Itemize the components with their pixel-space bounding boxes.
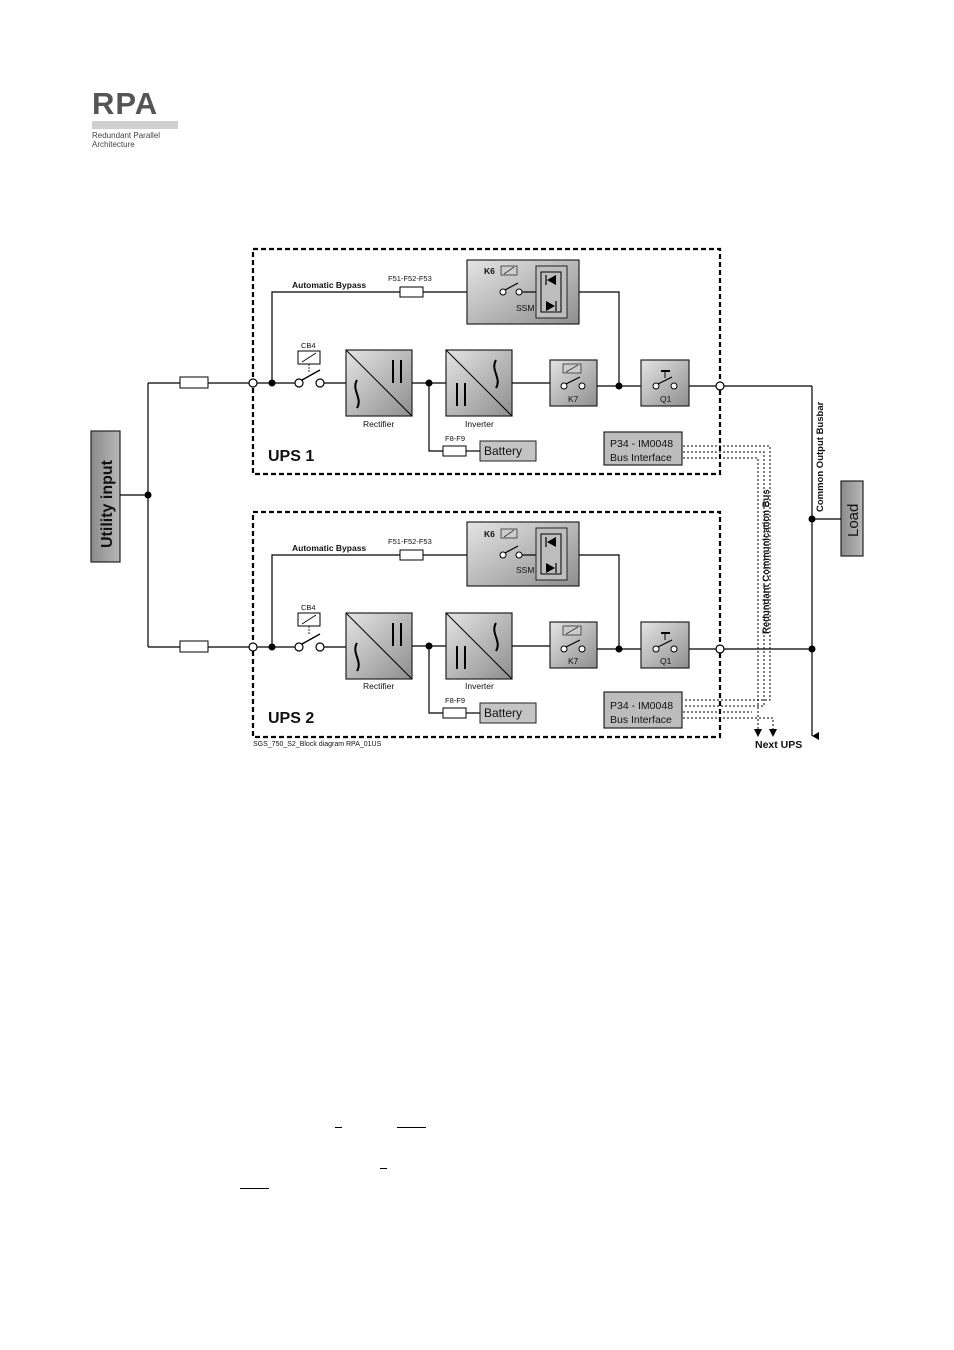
redundant-communication-bus-label: Redundant Communication Bus — [761, 489, 772, 634]
ups-2-boundary — [251, 510, 722, 739]
ups-1-boundary — [251, 247, 722, 476]
battery-fuses-label: F8-F9 — [445, 434, 465, 443]
logo-subtitle-line1: Redundant Parallel — [92, 131, 161, 140]
logo-subtitle: Redundant Parallel Architecture — [92, 131, 182, 149]
bypass-fuse-icon — [399, 286, 424, 298]
bypass-fuse-icon — [399, 549, 424, 561]
underline-mark — [380, 1168, 387, 1169]
cb4-contact-icon — [294, 642, 304, 652]
bus-interface-line2: Bus Interface — [610, 452, 672, 464]
underline-mark — [397, 1127, 426, 1128]
ups-1-label: UPS 1 — [268, 448, 314, 465]
ups-2-label: UPS 2 — [268, 710, 314, 727]
redundant-communication-bus — [683, 445, 774, 736]
q1-label: Q1 — [660, 656, 672, 666]
logo-subtitle-line2: Architecture — [92, 140, 135, 149]
rectifier-label: Rectifier — [363, 681, 394, 691]
rpa-logo: RPA Redundant Parallel Architecture — [92, 88, 182, 149]
k7-switch — [549, 621, 598, 669]
common-output-busbar: Common Output Busbar — [808, 386, 841, 740]
utility-input-label: Utility input — [99, 459, 116, 548]
bus-interface-line1: P34 - IM0048 — [610, 438, 673, 450]
k6-label: K6 — [484, 266, 495, 276]
battery-label: Battery — [484, 706, 522, 720]
bypass-fuses-label: F51-F52-F53 — [388, 537, 432, 546]
underline-mark — [335, 1127, 342, 1128]
inverter-label: Inverter — [465, 681, 494, 691]
bypass-fuses-label: F51-F52-F53 — [388, 274, 432, 283]
battery-fuse-icon — [442, 445, 467, 457]
cb4-label: CB4 — [301, 603, 316, 612]
inverter-label: Inverter — [465, 419, 494, 429]
underline-mark — [240, 1188, 269, 1189]
load-block: Load — [840, 480, 864, 557]
bus-interface-module — [603, 431, 683, 466]
logo-bar — [92, 121, 178, 129]
next-ups-arrow-2 — [769, 729, 777, 737]
automatic-bypass-label: Automatic Bypass — [292, 543, 366, 553]
input-fuse-icon — [179, 640, 209, 653]
footer-code: SGS_750_S2_Block diagram RPA_01US — [253, 741, 382, 748]
q1-label: Q1 — [660, 394, 672, 404]
bus-interface-line2: Bus Interface — [610, 714, 672, 726]
k7-label: K7 — [568, 656, 579, 666]
cb4-label: CB4 — [301, 341, 316, 350]
battery-block — [479, 702, 537, 724]
utility-input-block: Utility input — [90, 430, 121, 563]
cb4-contact-icon — [294, 378, 304, 388]
ssm-label: SSM — [516, 303, 534, 313]
automatic-bypass-label: Automatic Bypass — [292, 280, 366, 290]
bus-interface-module — [603, 691, 683, 729]
q1-switch — [640, 359, 690, 407]
ups-1: Automatic Bypass F51-F52-F53 K6 SSM CB4 — [148, 247, 812, 476]
battery-block — [479, 440, 537, 462]
ups-2: Automatic Bypass F51-F52-F53 K6 SSM CB4 — [148, 510, 812, 739]
k7-label: K7 — [568, 394, 579, 404]
bus-interface-line1: P34 - IM0048 — [610, 700, 673, 712]
common-output-busbar-label: Common Output Busbar — [815, 401, 826, 512]
ssm-label: SSM — [516, 565, 534, 575]
next-ups-arrow-1 — [754, 729, 762, 737]
load-label: Load — [845, 504, 862, 537]
rectifier-label: Rectifier — [363, 419, 394, 429]
logo-text: RPA — [92, 86, 159, 121]
battery-fuses-label: F8-F9 — [445, 696, 465, 705]
next-ups-label: Next UPS — [755, 739, 802, 751]
battery-fuse-icon — [442, 707, 467, 719]
input-fuse-icon — [179, 376, 209, 389]
q1-switch — [640, 621, 690, 669]
battery-label: Battery — [484, 444, 522, 458]
k6-label: K6 — [484, 529, 495, 539]
